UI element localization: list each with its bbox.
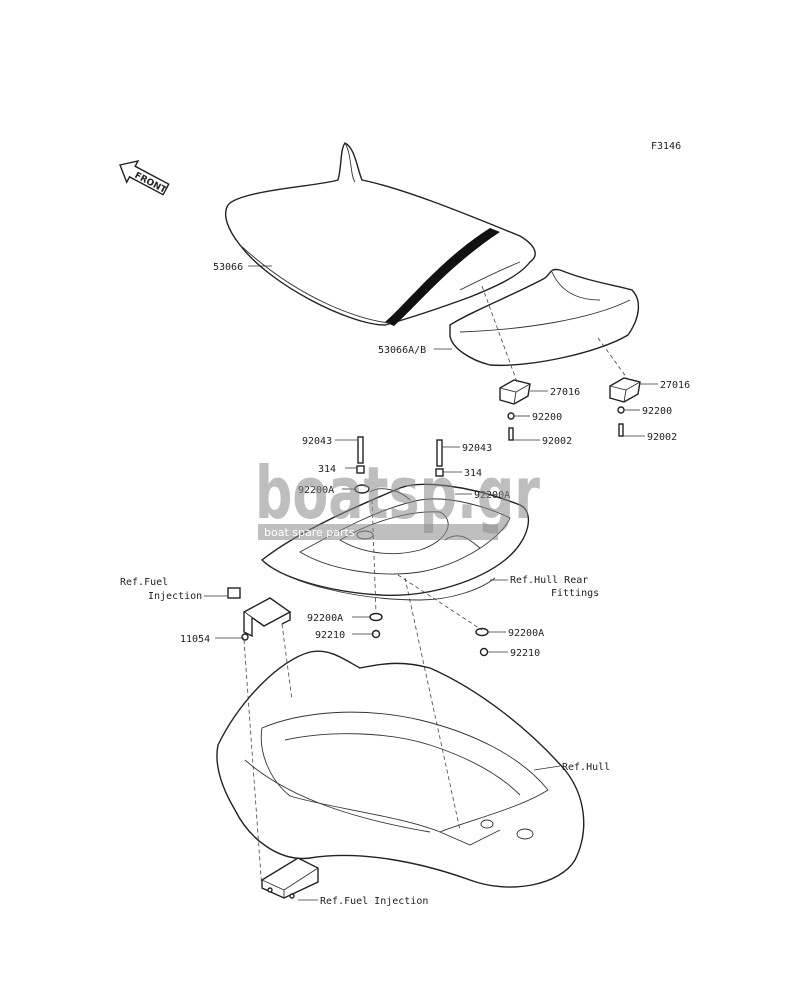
washer-92200-left (507, 412, 515, 420)
ref-fuel-injection-bottom-part (261, 857, 319, 899)
bolt-92043-left (357, 436, 364, 464)
label-ref-fuel-top-1: Ref.Fuel (120, 577, 168, 588)
watermark-logo: boatsp.gr boat spare parts (255, 451, 540, 540)
label-ref-hull-rear-1: Ref.Hull Rear (510, 575, 588, 586)
nut-314-left (356, 465, 365, 474)
stopper-27016-left (499, 379, 531, 405)
label-314-right: 314 (464, 468, 482, 479)
label-92200A-top-left: 92200A (298, 485, 334, 496)
label-92200A-bottom-right: 92200A (508, 628, 544, 639)
label-11054: 11054 (180, 634, 210, 645)
watermark-subtext: boat spare parts (264, 526, 355, 539)
label-92002-right: 92002 (647, 432, 677, 443)
bolt-92043-right (436, 439, 443, 467)
label-314-left: 314 (318, 464, 336, 475)
label-92210-right: 92210 (510, 648, 540, 659)
label-92043-left: 92043 (302, 436, 332, 447)
washer-92200A-bottom-left (369, 612, 383, 622)
watermark-text: boatsp.gr (255, 451, 540, 535)
bracket-11054 (242, 597, 292, 638)
label-92200A-top-right: 92200A (474, 490, 510, 501)
front-direction-arrow-icon: FRONT (119, 159, 170, 196)
label-ref-fuel-bottom: Ref.Fuel Injection (320, 896, 428, 907)
bolt-92002-left (508, 427, 514, 441)
bracket-bolt (241, 633, 249, 641)
label-27016-right: 27016 (660, 380, 690, 391)
seat-53066 (224, 142, 536, 326)
stopper-27016-right (609, 377, 641, 403)
label-53066: 53066 (213, 262, 243, 273)
washer-92200-right (617, 406, 625, 414)
label-92200-left: 92200 (532, 412, 562, 423)
label-92002-left: 92002 (542, 436, 572, 447)
label-ref-fuel-top-2: Injection (148, 591, 202, 602)
nut-92210-right (479, 647, 489, 657)
label-53066AB: 53066A/B (378, 345, 426, 356)
nut-314-right (435, 468, 444, 477)
ref-fuel-injection-top-part (227, 587, 241, 599)
figure-code: F3146 (651, 141, 681, 152)
bolt-92002-right (618, 423, 624, 437)
label-ref-hull-rear-2: Fittings (551, 588, 599, 599)
label-92200-right: 92200 (642, 406, 672, 417)
label-92043-right: 92043 (462, 443, 492, 454)
label-ref-hull: Ref.Hull (562, 762, 610, 773)
nut-92210-left (371, 629, 381, 639)
label-27016-left: 27016 (550, 387, 580, 398)
hull (216, 650, 585, 888)
rear-seat-53066AB (449, 268, 639, 367)
label-92200A-bottom-left: 92200A (307, 613, 343, 624)
label-92210-left: 92210 (315, 630, 345, 641)
